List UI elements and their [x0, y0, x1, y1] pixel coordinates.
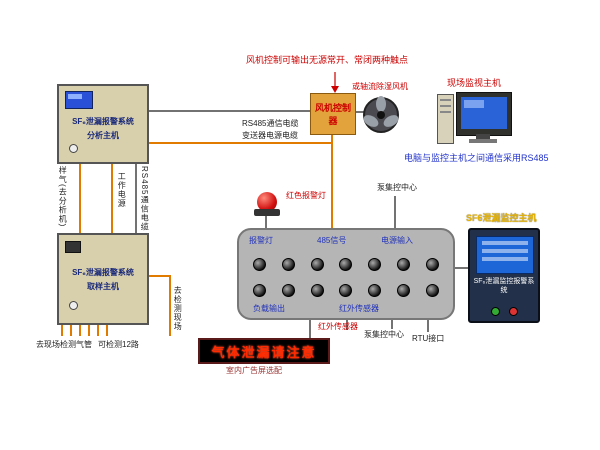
led-display: 气体泄漏请注意: [198, 338, 330, 364]
sampling-host: SF₆泄漏报警系统 取样主机: [57, 233, 149, 325]
fan-label: 或轴流除湿风机: [352, 82, 408, 91]
sampling-host-name-label: 取样主机: [87, 282, 119, 291]
sf6-monitor-host: SF₆泄漏监控报警系统: [468, 228, 540, 323]
terminal-post: [253, 284, 266, 297]
fan-controller: 风机控制器: [310, 93, 356, 135]
pc-base: [469, 139, 497, 143]
fan-icon: [363, 96, 399, 133]
panel-label-485: 485信号: [317, 236, 347, 245]
terminal-post: [339, 258, 353, 271]
terminal-post: [281, 284, 295, 297]
work-power-label: 工作电源: [117, 172, 127, 208]
terminal-post: [310, 284, 324, 297]
led-display-text: 气体泄漏请注意: [211, 345, 317, 361]
analysis-host-system-label: SF₆泄漏报警系统: [72, 117, 134, 126]
terminal-post: [397, 284, 411, 297]
monitor-host-title: SF6泄漏监控主机: [466, 213, 537, 223]
to-site-label: 去检测现场: [173, 286, 183, 331]
analysis-host: SF₆泄漏报警系统 分析主机: [57, 84, 149, 164]
pc-monitor: [456, 92, 512, 136]
power-gas-wires: [61, 135, 333, 336]
pc-comm-note: 电脑与监控主机之间通信采用RS485: [404, 153, 549, 163]
panel-label-alarm: 报警灯: [249, 236, 273, 245]
panel-label-ir-sensor: 红外传感器: [339, 304, 379, 313]
panel-label-power: 电源输入: [381, 236, 413, 245]
transmitter-power-cable-label: 变送器电源电缆: [242, 131, 298, 140]
rtu-port-label: RTU接口: [412, 334, 445, 343]
rs485-cable-label: RS485通信电缆: [242, 119, 299, 128]
fan-contact-note: 风机控制可输出无源常开、常闭两种触点: [246, 55, 409, 65]
sample-gas-label: 样气(去分析机): [58, 166, 68, 228]
power-button: [69, 144, 78, 153]
ir-sensor-label: 红外传感器: [318, 322, 358, 331]
channel-count-label: 可检测12路: [98, 340, 139, 349]
alarm-lamp: [254, 192, 280, 216]
alarm-lamp-dome: [257, 192, 277, 212]
pc-screen: [461, 97, 507, 129]
analysis-host-name-label: 分析主机: [87, 131, 119, 140]
monitor-host-buttons: [470, 307, 538, 316]
screen-content: [464, 100, 484, 108]
sampling-host-system-label: SF₆泄漏报警系统: [72, 268, 134, 277]
monitor-host-screen: [476, 236, 534, 274]
screen-glare: [68, 94, 82, 99]
alarm-lamp-label: 红色报警灯: [286, 191, 326, 200]
lcd-screen: [65, 91, 93, 109]
alarm-lamp-base: [254, 209, 280, 216]
terminal-post: [281, 258, 295, 271]
power-button: [69, 301, 78, 310]
terminal-panel: 报警灯 485信号 电源输入 负载输出 红外传感器: [237, 228, 455, 320]
monitor-host-panel-label: SF₆泄漏监控报警系统: [473, 278, 535, 294]
terminal-post: [253, 258, 266, 271]
site-pipe-label: 去现场检测气管: [36, 340, 92, 349]
terminal-post: [425, 284, 439, 297]
pc-stand: [476, 134, 490, 139]
pc-tower: [437, 94, 454, 144]
signal-wires: [135, 110, 468, 338]
green-led: [490, 307, 500, 316]
red-led: [508, 307, 518, 316]
terminal-post: [425, 258, 439, 271]
filter-window: [65, 241, 81, 253]
terminal-post: [368, 284, 382, 297]
terminal-post: [310, 258, 324, 271]
pump-center-bottom-label: 泵集控中心: [364, 330, 404, 339]
led-caption: 室内广告屏选配: [226, 366, 282, 375]
panel-label-load-out: 负载输出: [253, 304, 285, 313]
terminal-row-top: [253, 258, 439, 271]
note-arrow: [331, 72, 339, 93]
terminal-post: [368, 258, 382, 271]
pump-center-top-label: 泵集控中心: [377, 183, 417, 192]
terminal-post: [397, 258, 411, 271]
terminal-post: [339, 284, 353, 297]
terminal-row-bottom: [253, 284, 439, 297]
site-monitor-label: 现场监视主机: [447, 78, 502, 88]
rs485-cable-vertical-label: RS485通信电缆: [140, 166, 150, 232]
